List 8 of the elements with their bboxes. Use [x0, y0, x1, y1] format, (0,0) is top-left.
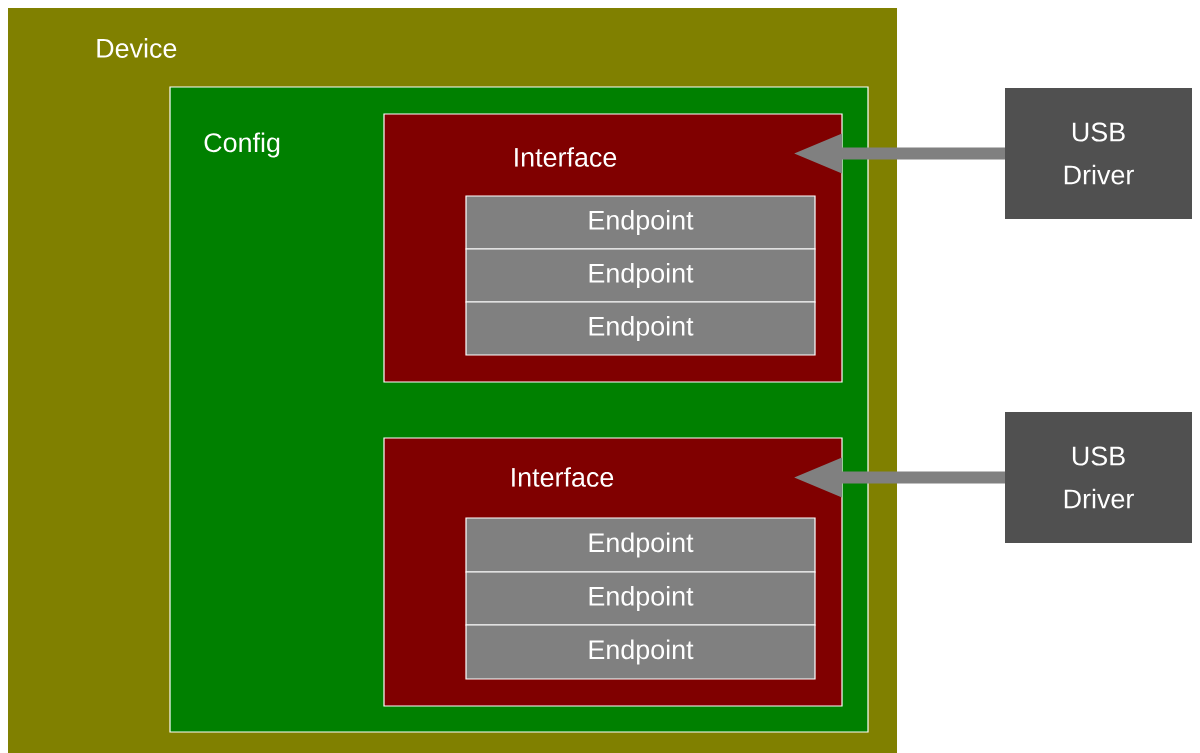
endpoint-box: Endpoint	[465, 624, 816, 680]
endpoint-box: Endpoint	[465, 301, 816, 356]
endpoint-box: Endpoint	[465, 195, 816, 250]
driver-box: USB Driver	[1005, 412, 1192, 543]
endpoint-box: Endpoint	[465, 248, 816, 303]
endpoint-box: Endpoint	[465, 517, 816, 573]
driver-box: USB Driver	[1005, 88, 1192, 219]
endpoint-box: Endpoint	[465, 571, 816, 626]
